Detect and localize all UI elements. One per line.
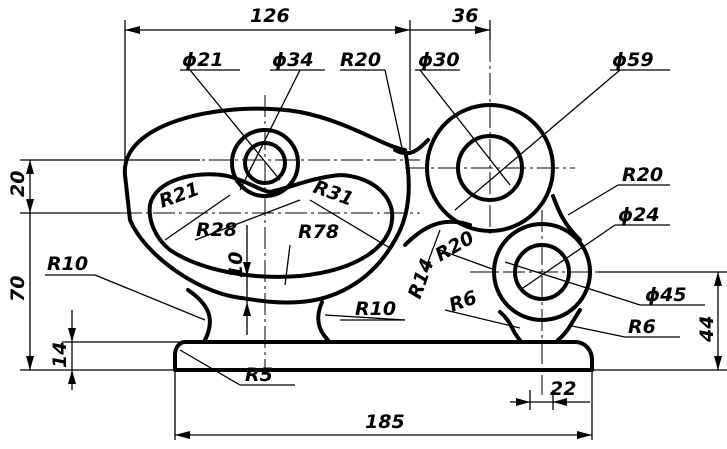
label-d21: ϕ21 — [182, 49, 224, 71]
leader-r6-left — [444, 309, 521, 329]
label-10: 10 — [225, 252, 247, 278]
label-r21: R21 — [156, 178, 202, 213]
label-r20-right: R20 — [622, 164, 663, 186]
leader-lines — [45, 69, 705, 386]
label-d45: ϕ45 — [645, 284, 687, 306]
leader-r20-right — [567, 184, 619, 216]
leader-r10-left — [94, 274, 206, 321]
tangent-link-top — [393, 138, 430, 156]
arrow — [175, 431, 190, 439]
leader-d30 — [419, 69, 511, 186]
arrow — [475, 26, 490, 34]
label-r6-left: R6 — [446, 286, 480, 316]
leader-d59 — [454, 69, 621, 211]
leader-d34 — [239, 69, 301, 191]
leader-r28 — [194, 199, 301, 241]
arrow — [243, 302, 251, 316]
right-boss-inner — [513, 243, 571, 301]
arrow — [68, 370, 76, 384]
mid-neck — [316, 300, 330, 342]
label-r10-mid: R10 — [355, 298, 396, 320]
label-d30: ϕ30 — [418, 49, 460, 71]
label-r28: R28 — [196, 219, 237, 241]
kidney-cutout — [147, 172, 395, 279]
leader-d24 — [519, 224, 616, 291]
leader-r20-top — [384, 69, 403, 149]
label-r31: R31 — [310, 176, 356, 211]
part-outline — [122, 103, 594, 372]
arrow — [243, 262, 251, 276]
leader-r6-right — [571, 325, 626, 338]
label-r6-right: R6 — [628, 316, 656, 338]
leader-r20-mid — [439, 249, 496, 271]
tangent-link-right — [551, 194, 582, 242]
label-r20-top: R20 — [340, 49, 381, 71]
label-126: 126 — [250, 5, 290, 27]
label-d34: ϕ34 — [272, 49, 314, 71]
leader-r31 — [309, 199, 391, 249]
base-plate — [173, 340, 594, 372]
label-r5: R5 — [245, 364, 273, 386]
left-neck — [186, 288, 212, 342]
label-r14: R14 — [404, 256, 439, 302]
arrow — [714, 272, 722, 286]
label-44: 44 — [696, 316, 718, 343]
middle-boss-outer — [425, 103, 555, 233]
leader-r5 — [179, 349, 241, 386]
label-185: 185 — [365, 411, 405, 433]
dimension-labels: 126 36 185 22 20 70 14 44 10 ϕ21 ϕ34 ϕ30… — [7, 5, 718, 433]
arrow — [577, 431, 592, 439]
arrow — [68, 328, 76, 342]
label-70: 70 — [7, 276, 29, 302]
arrow — [26, 356, 34, 370]
arrow — [516, 398, 530, 406]
label-20: 20 — [7, 171, 29, 197]
leader-d45 — [504, 261, 641, 306]
arrow — [125, 26, 140, 34]
leader-r14 — [424, 229, 441, 271]
label-36: 36 — [452, 5, 478, 27]
body-outline — [122, 106, 411, 305]
leader-r21 — [164, 194, 231, 241]
label-22: 22 — [550, 378, 576, 400]
middle-boss-inner — [456, 134, 524, 202]
arrow — [553, 398, 567, 406]
left-hub-outer — [230, 128, 300, 198]
leader-r10-mid — [324, 314, 406, 321]
label-14: 14 — [49, 342, 71, 368]
label-d24: ϕ24 — [618, 204, 660, 226]
label-r10-left: R10 — [47, 253, 88, 275]
tangent-link-bottom — [403, 219, 472, 247]
leader-r78 — [284, 244, 291, 286]
label-d59: ϕ59 — [612, 49, 654, 71]
right-neck-right — [556, 308, 582, 342]
label-r78: R78 — [298, 221, 339, 243]
dimension-lines — [26, 26, 722, 439]
arrow — [26, 160, 34, 174]
arrow — [26, 199, 34, 213]
extension-lines — [20, 20, 727, 440]
leader-d21 — [189, 69, 281, 181]
right-neck-left — [498, 310, 522, 342]
right-boss-outer — [492, 222, 592, 322]
arrow — [714, 356, 722, 370]
left-hub-inner — [243, 141, 287, 185]
arrow — [395, 26, 410, 34]
